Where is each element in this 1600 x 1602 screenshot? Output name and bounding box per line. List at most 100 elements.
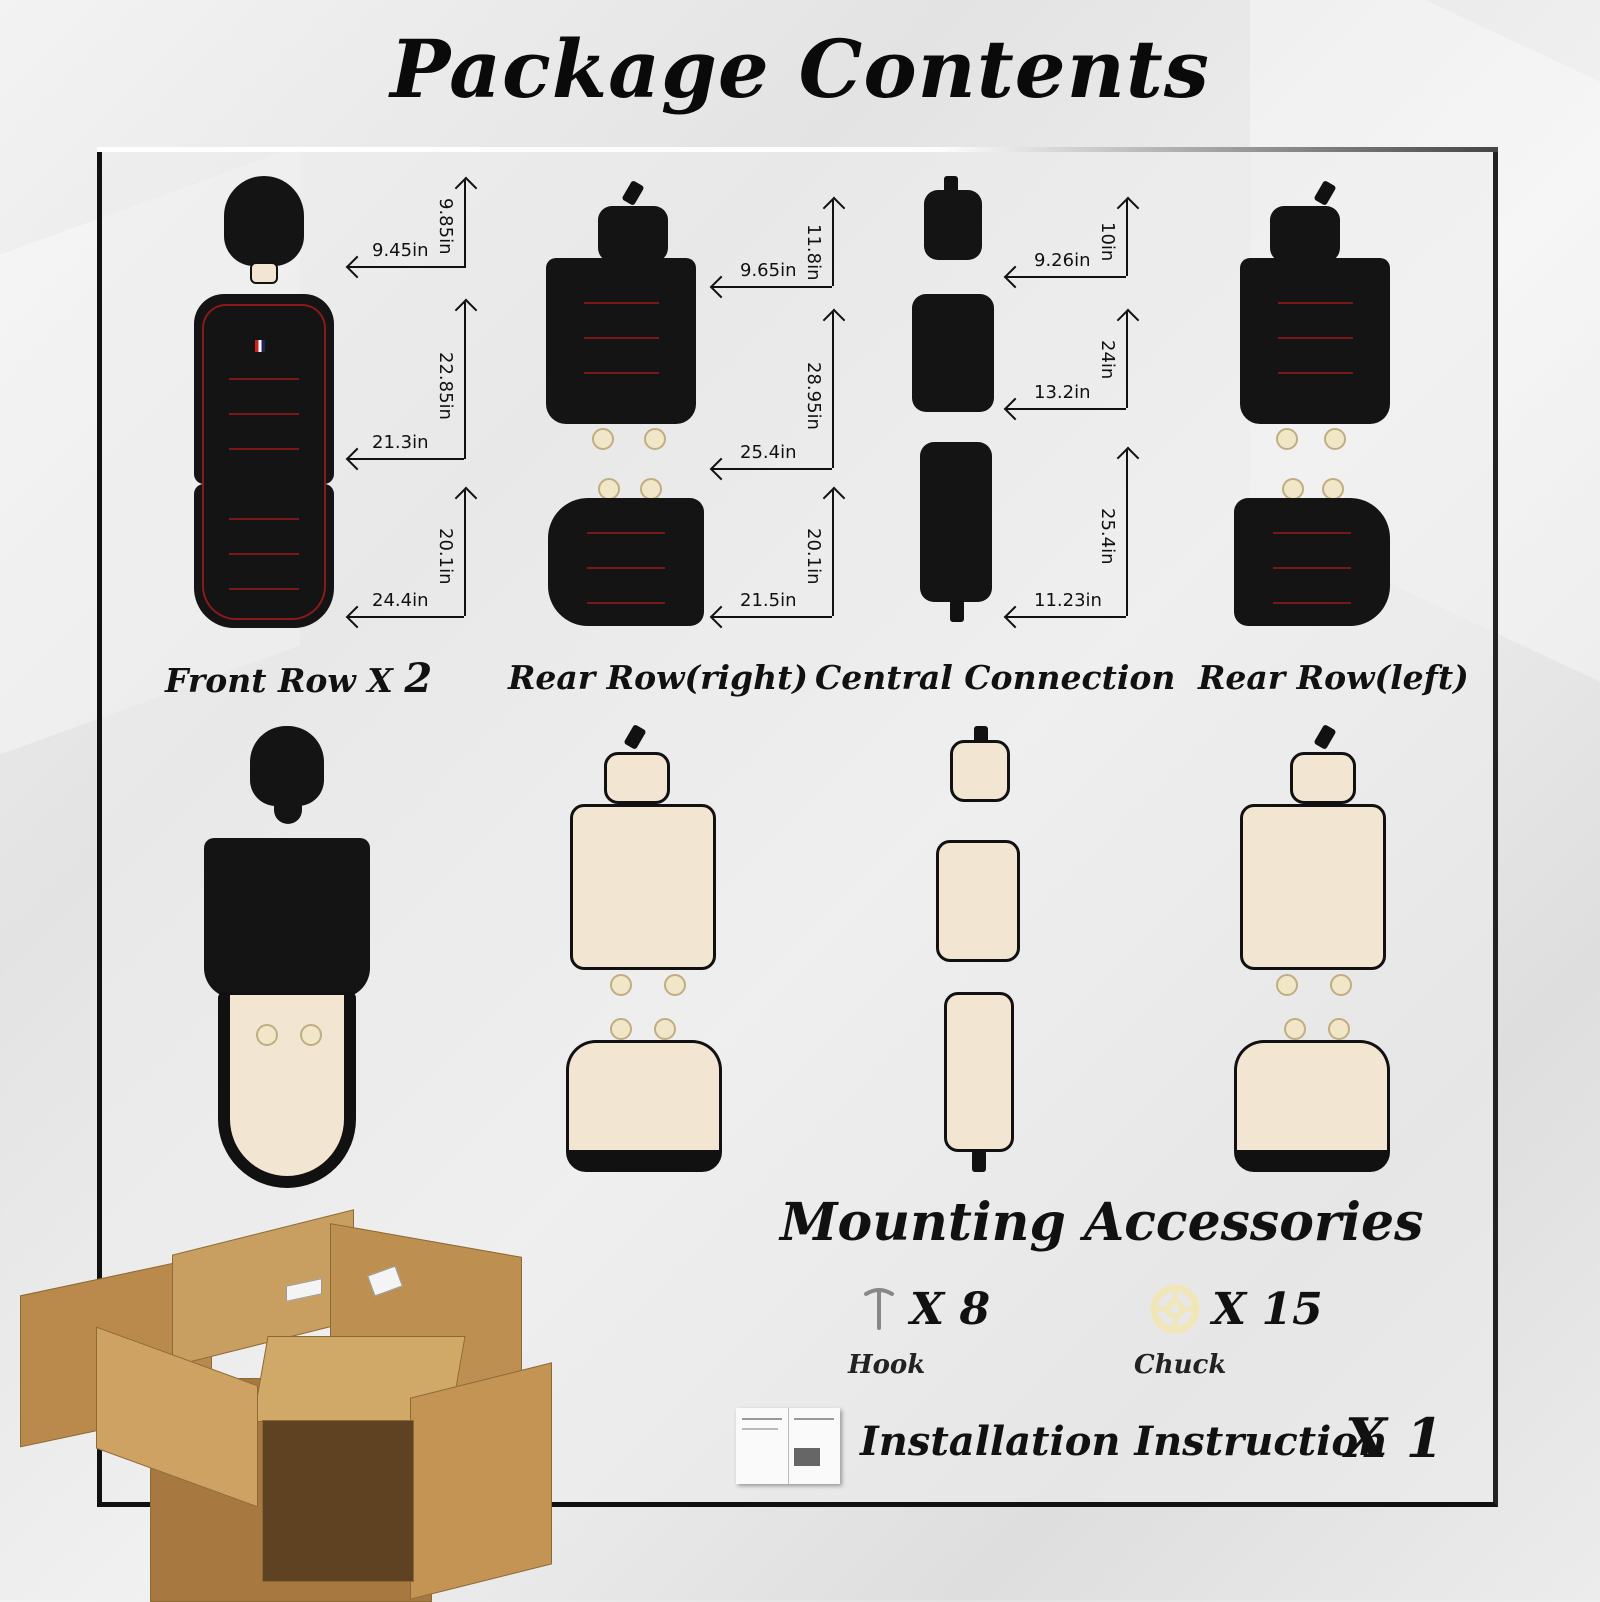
chevron-stitch xyxy=(587,553,665,569)
chevron-stitch xyxy=(229,574,299,590)
rear-left-headrest xyxy=(1270,206,1340,262)
chevron-stitch xyxy=(229,504,299,520)
rear-left-backrest-back xyxy=(1240,804,1386,970)
dim-rear-right-seat-h: 20.1in xyxy=(803,528,824,585)
dim-central-seat-h: 25.4in xyxy=(1097,508,1118,565)
dim-central-back-h: 24in xyxy=(1097,340,1118,380)
chuck-ring xyxy=(1282,478,1304,500)
manual-text-line xyxy=(742,1428,778,1430)
headrest-post xyxy=(274,800,302,824)
rear-left-backrest xyxy=(1240,258,1390,424)
open-box-interior xyxy=(262,1420,414,1582)
open-box-flap xyxy=(410,1362,552,1600)
caption-front-row-count: 2 xyxy=(404,655,433,702)
stitch-line xyxy=(202,480,326,620)
dimension-line xyxy=(1126,200,1128,276)
caption-central: Central Connection xyxy=(815,658,1176,697)
chevron-stitch xyxy=(1277,323,1353,339)
chevron-stitch xyxy=(583,288,659,304)
rear-left-seat-underside xyxy=(1234,1040,1390,1172)
chuck-label: Chuck xyxy=(1134,1350,1227,1380)
chevron-stitch xyxy=(1273,588,1351,604)
chuck-ring xyxy=(1324,428,1346,450)
front-seat-cushion xyxy=(194,480,334,628)
stitch-line xyxy=(202,304,326,488)
dimension-line xyxy=(1006,616,1126,618)
chuck-ring xyxy=(1322,478,1344,500)
rear-right-seat-underside xyxy=(566,1040,722,1172)
dim-rear-right-seat-w: 21.5in xyxy=(740,590,797,611)
chuck-ring xyxy=(300,1024,322,1046)
rear-left-seat-cushion xyxy=(1234,498,1390,626)
front-headrest xyxy=(224,176,304,266)
dim-front-headrest-w: 9.45in xyxy=(372,240,429,261)
central-seat-cushion xyxy=(920,442,992,602)
dimension-line xyxy=(1126,450,1128,616)
central-backrest xyxy=(912,294,994,412)
chevron-stitch xyxy=(229,539,299,555)
caption-rear-right: Rear Row(right) xyxy=(508,658,808,697)
caption-front-row-label: Front Row X xyxy=(165,661,405,700)
central-seat-underside xyxy=(944,992,1014,1152)
dimension-line xyxy=(464,302,466,459)
central-headrest-back xyxy=(950,740,1010,802)
chuck-ring xyxy=(592,428,614,450)
page-title: Package Contents xyxy=(390,22,1210,116)
dimension-line xyxy=(1006,276,1126,278)
chuck-ring xyxy=(644,428,666,450)
dimension-line xyxy=(712,616,832,618)
dimension-line xyxy=(464,490,466,616)
dimension-line xyxy=(1126,312,1128,408)
hook-label: Hook xyxy=(848,1350,926,1380)
central-backrest-back xyxy=(936,840,1020,962)
dimension-line xyxy=(712,468,832,470)
dim-front-seat-h: 20.1in xyxy=(435,528,456,585)
front-backrest xyxy=(194,294,334,488)
chuck-count: X 15 xyxy=(1212,1284,1323,1335)
dim-front-back-h: 22.85in xyxy=(435,352,456,420)
dim-rear-right-back-h: 28.95in xyxy=(803,362,824,430)
hook-icon xyxy=(864,1288,894,1330)
rear-right-seat-cushion xyxy=(548,498,704,626)
chuck-ring xyxy=(256,1024,278,1046)
chevron-stitch xyxy=(1277,288,1353,304)
chuck-ring xyxy=(1276,974,1298,996)
chuck-ring xyxy=(610,974,632,996)
manual-text-line xyxy=(742,1418,782,1420)
rear-left-headrest-back xyxy=(1290,752,1356,804)
seat-strap xyxy=(950,600,964,622)
front-backrest-back xyxy=(204,838,370,998)
dimension-line xyxy=(832,312,834,468)
dimension-line xyxy=(1006,408,1126,410)
dim-central-back-w: 13.2in xyxy=(1034,382,1091,403)
manual-figure xyxy=(794,1448,820,1466)
dim-central-headrest-h: 10in xyxy=(1097,222,1118,262)
chevron-stitch xyxy=(229,434,299,450)
accessories-title: Mounting Accessories xyxy=(780,1192,1424,1253)
caption-front-row: Front Row X 2 xyxy=(165,655,432,702)
chuck-ring xyxy=(1276,428,1298,450)
chuck-ring xyxy=(1284,1018,1306,1040)
dim-rear-right-headrest-w: 9.65in xyxy=(740,260,797,281)
flag-badge xyxy=(255,340,265,352)
rear-right-backrest xyxy=(546,258,696,424)
dim-central-headrest-w: 9.26in xyxy=(1034,250,1091,271)
dimension-line xyxy=(348,266,464,268)
chuck-ring xyxy=(598,478,620,500)
manual-text-line xyxy=(794,1418,834,1420)
seat-strap xyxy=(972,1150,986,1172)
chevron-stitch xyxy=(1273,518,1351,534)
dim-front-back-w: 21.3in xyxy=(372,432,429,453)
hook-count: X 8 xyxy=(910,1284,991,1335)
rear-right-headrest xyxy=(598,206,668,262)
rear-right-headrest-back xyxy=(604,752,670,804)
dimension-line xyxy=(348,616,464,618)
chevron-stitch xyxy=(229,364,299,380)
caption-rear-left: Rear Row(left) xyxy=(1198,658,1469,697)
dim-front-headrest-h: 9.85in xyxy=(435,198,456,255)
chevron-stitch xyxy=(229,399,299,415)
manual-spine xyxy=(788,1408,789,1484)
rear-right-backrest-back xyxy=(570,804,716,970)
chuck-ring xyxy=(1328,1018,1350,1040)
chuck-ring xyxy=(610,1018,632,1040)
